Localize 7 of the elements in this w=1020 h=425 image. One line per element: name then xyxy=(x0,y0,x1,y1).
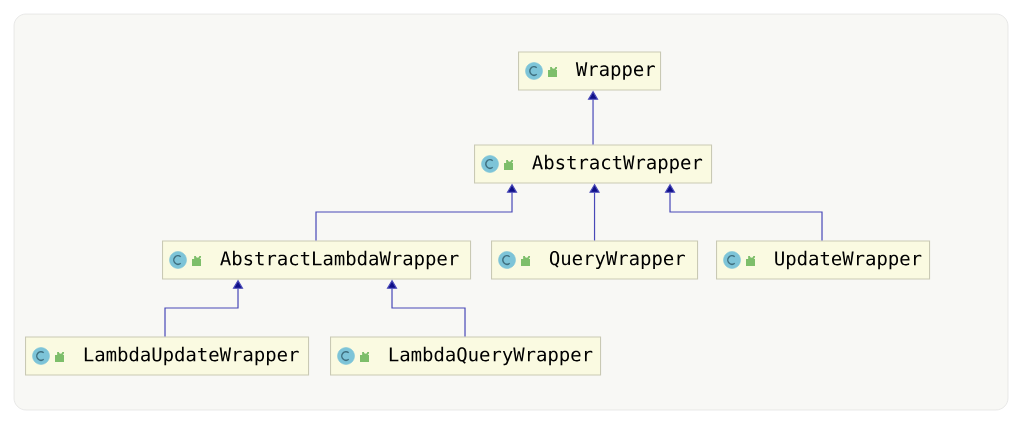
class-box: QueryWrapper xyxy=(491,240,699,280)
class-box: LambdaUpdateWrapper xyxy=(25,336,310,376)
class-box: UpdateWrapper xyxy=(716,240,931,280)
class-box: Wrapper xyxy=(518,51,662,91)
class-box: LambdaQueryWrapper xyxy=(330,336,602,376)
class-box: AbstractWrapper xyxy=(474,144,713,184)
class-box: AbstractLambdaWrapper xyxy=(162,240,472,280)
